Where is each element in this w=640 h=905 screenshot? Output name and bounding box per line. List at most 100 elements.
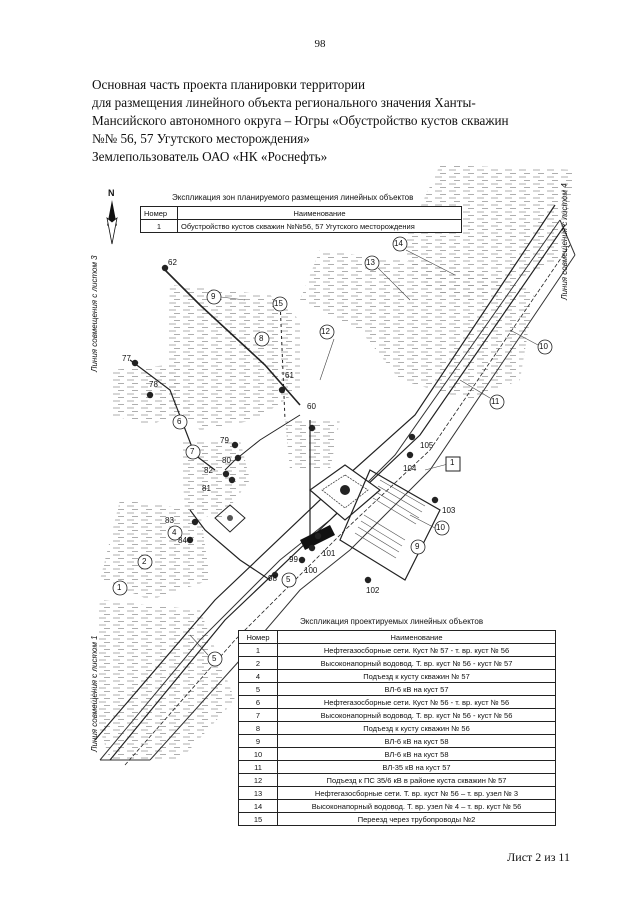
callout-label: 12 [321, 327, 330, 336]
table-header: Номер [238, 630, 278, 644]
table-header: Наименование [277, 630, 556, 644]
point-label: 83 [165, 516, 174, 525]
table-cell: 11 [238, 760, 278, 774]
table-cell: Высоконапорный водовод. Т. вр. куст № 56… [277, 708, 556, 722]
table-cell: 12 [238, 773, 278, 787]
callout-label: 10 [539, 342, 548, 351]
zones-table: Номер Наименование 1 Обустройство кустов… [140, 206, 462, 233]
table-header-row: Номер Наименование [238, 630, 556, 644]
well-pad-56 [300, 464, 441, 581]
zone-marker-box [445, 456, 461, 472]
objects-table-caption: Экспликация проектируемых линейных объек… [300, 617, 484, 626]
heading-line: Землепользователь ОАО «НК «Роснефть» [92, 149, 328, 164]
table-cell: 13 [238, 786, 278, 800]
point-label: 81 [202, 484, 211, 493]
table-cell: Подъезд к кусту скважин № 56 [277, 721, 556, 735]
zone-marker-label: 1 [450, 458, 455, 467]
callout-label: 13 [366, 258, 375, 267]
table-header: Номер [140, 206, 178, 220]
callout-label: 11 [491, 397, 500, 406]
linear-objects [94, 204, 571, 766]
point-label: 77 [122, 354, 131, 363]
table-cell: ВЛ-35 кВ на куст 57 [277, 760, 556, 774]
table-cell: 2 [238, 656, 278, 670]
table-cell: ВЛ-6 кВ на куст 58 [277, 734, 556, 748]
callout-leaders [189, 249, 539, 656]
table-cell: 1 [238, 643, 278, 657]
north-label: N [108, 188, 115, 198]
match-line-sheet1: Линия совмещения с листом 1 [90, 635, 99, 752]
table-cell: Обустройство кустов скважин №№56, 57 Угу… [177, 219, 462, 233]
table-cell: 14 [238, 799, 278, 813]
point-label: 98 [268, 574, 277, 583]
table-cell: 10 [238, 747, 278, 761]
table-cell: 15 [238, 812, 278, 826]
table-cell: 1 [140, 219, 178, 233]
sheet-footer: Лист 2 из 11 [507, 850, 570, 864]
point-label: 60 [307, 402, 316, 411]
table-cell: 7 [238, 708, 278, 722]
table-cell: 6 [238, 695, 278, 709]
table-cell: Нефтегазосборные сети. Куст № 56 - т. вр… [277, 695, 556, 709]
point-label: 103 [442, 506, 456, 515]
point-label: 79 [220, 436, 229, 445]
table-cell: Нефтегазосборные сети. Куст № 57 - т. вр… [277, 643, 556, 657]
callout-label: 9 [211, 292, 216, 301]
table-row: 1 Обустройство кустов скважин №№56, 57 У… [140, 219, 462, 233]
callout-label: 5 [286, 575, 291, 584]
north-arrow-icon [106, 200, 118, 245]
document-heading: Основная часть проекта планировки террит… [92, 76, 562, 166]
table-cell: 9 [238, 734, 278, 748]
point-label: 101 [322, 549, 336, 558]
object-callouts [112, 236, 553, 667]
callout-label: 15 [274, 299, 283, 308]
table-cell: Нефтегазосборные сети. Т. вр. куст № 56 … [277, 786, 556, 800]
heading-line: №№ 56, 57 Угутского месторождения» [92, 131, 310, 146]
table-cell: Высоконапорный водовод. Т. вр. куст № 56… [277, 656, 556, 670]
table-header-row: Номер Наименование [140, 206, 462, 220]
table-cell: Подъезд к кусту скважин № 57 [277, 669, 556, 683]
point-label: 99 [289, 555, 298, 564]
table-cell: ВЛ-6 кВ на куст 57 [277, 682, 556, 696]
callout-label: 8 [259, 334, 264, 343]
heading-line: Мансийского автономного округа – Югры «О… [92, 113, 509, 128]
point-label: 104 [403, 464, 417, 473]
callout-label: 7 [190, 447, 195, 456]
point-label: 82 [204, 466, 213, 475]
table-cell: 8 [238, 721, 278, 735]
point-label: 78 [149, 380, 158, 389]
callout-label: 9 [415, 542, 420, 551]
match-line-sheet3: Линия совмещения с листом 3 [90, 255, 99, 372]
page-number: 98 [314, 38, 326, 50]
callout-label: 10 [436, 523, 445, 532]
table-header: Наименование [177, 206, 462, 220]
table-cell: ВЛ-6 кВ на куст 58 [277, 747, 556, 761]
heading-line: для размещения линейного объекта региона… [92, 95, 476, 110]
callout-label: 6 [177, 417, 182, 426]
table-cell: 5 [238, 682, 278, 696]
table-cell: Высоконапорный водовод. Т. вр. узел № 4 … [277, 799, 556, 813]
callout-label: 4 [172, 528, 177, 537]
point-label: 84 [178, 536, 187, 545]
well-pad-57 [214, 504, 246, 533]
callout-label: 14 [394, 239, 403, 248]
point-label: 100 [304, 566, 318, 575]
point-label: 80 [222, 456, 231, 465]
table-cell: 4 [238, 669, 278, 683]
callout-label: 1 [117, 583, 122, 592]
table-cell: Переезд через трубопроводы №2 [277, 812, 556, 826]
